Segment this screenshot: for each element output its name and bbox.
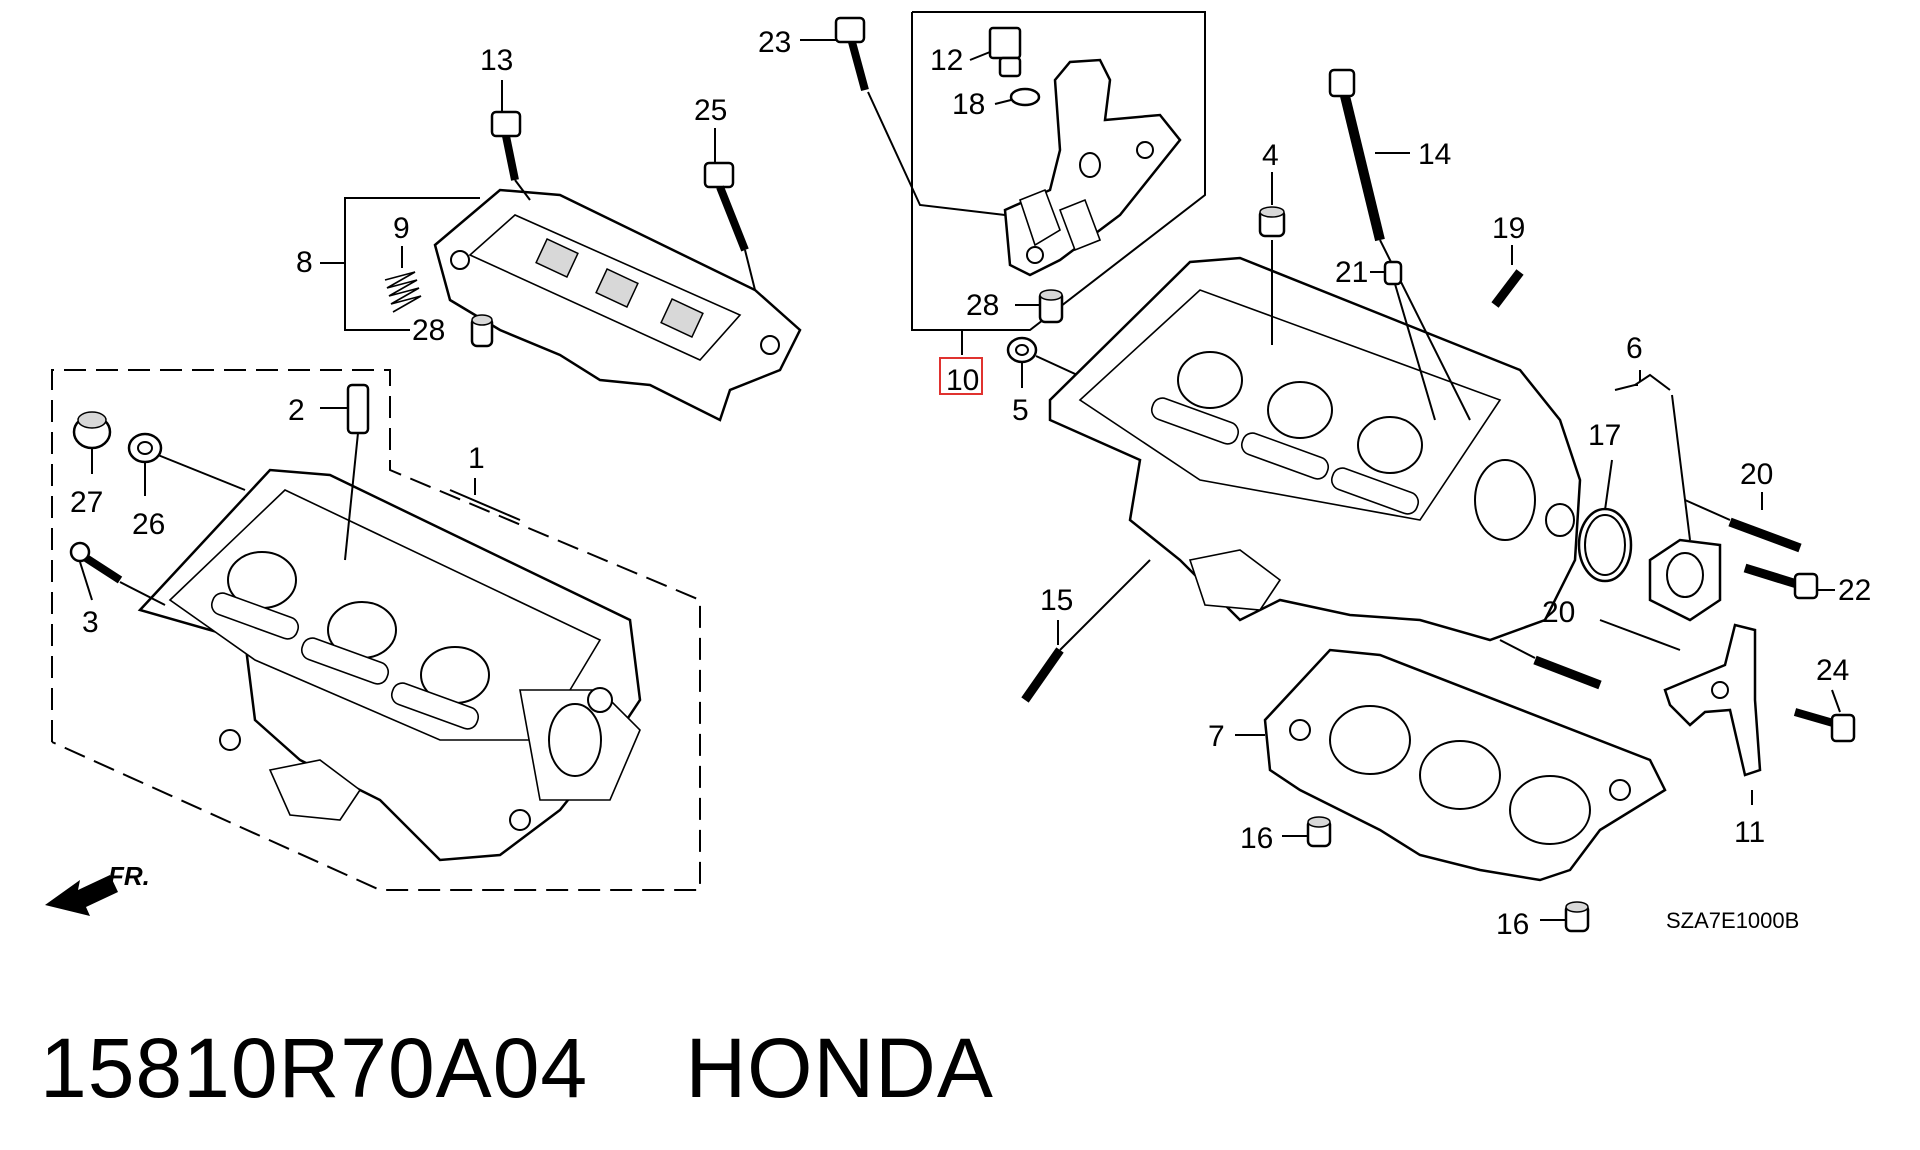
callout-18: 18 — [952, 88, 985, 121]
callout-7: 7 — [1208, 720, 1225, 753]
rocker-shaft-cover-6[interactable] — [1577, 370, 1722, 622]
o-ring-18[interactable] — [994, 87, 1041, 107]
callout-28b: 28 — [966, 289, 999, 322]
guide-pin-2[interactable] — [320, 383, 370, 561]
head-gasket-7[interactable] — [1235, 648, 1667, 882]
bolt-23[interactable] — [800, 16, 1006, 216]
callout-23: 23 — [758, 26, 791, 59]
bolt-22[interactable] — [1743, 563, 1835, 600]
callout-26: 26 — [132, 508, 165, 541]
diagram-code: SZA7E1000B — [1666, 908, 1799, 933]
dowel-pin-28-left[interactable] — [470, 314, 494, 348]
stud-20-lower[interactable] — [1499, 639, 1602, 690]
seal-5[interactable] — [1006, 336, 1111, 391]
callout-5: 5 — [1012, 394, 1029, 427]
left-cylinder-head-group — [51, 369, 701, 891]
valve-cap-4[interactable] — [1258, 172, 1286, 345]
front-direction-arrow-icon: FR. — [45, 861, 150, 916]
callout-8: 8 — [296, 246, 313, 279]
bolt-25[interactable] — [703, 128, 756, 291]
bolt-24[interactable] — [1793, 689, 1856, 743]
callout-27: 27 — [70, 486, 103, 519]
spring-9[interactable] — [384, 246, 422, 313]
stud-19[interactable] — [1491, 245, 1524, 308]
callout-9: 9 — [393, 212, 410, 245]
callout-20b: 20 — [1542, 596, 1575, 629]
callout-21: 21 — [1335, 256, 1368, 289]
callout-4: 4 — [1262, 139, 1279, 172]
cylinder-head-right[interactable] — [1048, 256, 1582, 642]
callout-1: 1 — [468, 442, 485, 475]
callout-10[interactable]: 10 — [946, 364, 979, 397]
dowel-pin-16-upper[interactable] — [1282, 816, 1332, 848]
dowel-pin-21[interactable] — [1370, 260, 1436, 421]
callout-15: 15 — [1040, 584, 1073, 617]
dowel-pin-16-lower[interactable] — [1540, 901, 1590, 933]
highlight-box-10[interactable] — [939, 357, 983, 395]
washer-26[interactable] — [127, 432, 246, 496]
cylinder-head-left[interactable] — [137, 468, 642, 862]
callout-22: 22 — [1838, 574, 1871, 607]
callout-6: 6 — [1626, 332, 1643, 365]
plug-27[interactable] — [72, 411, 112, 474]
bracket-11[interactable] — [1599, 619, 1762, 805]
callout-17: 17 — [1588, 419, 1621, 452]
callout-14: 14 — [1418, 138, 1451, 171]
bolt-13[interactable] — [490, 80, 531, 201]
svg-text:FR.: FR. — [108, 861, 150, 891]
callout-28a: 28 — [412, 314, 445, 347]
bolt-3[interactable] — [69, 541, 166, 606]
callout-24: 24 — [1816, 654, 1849, 687]
brand-name: HONDA — [685, 1021, 994, 1115]
callout-19: 19 — [1492, 212, 1525, 245]
rocker-arm-assembly-8[interactable] — [320, 188, 802, 422]
part-number: 15810R70A04 — [40, 1021, 589, 1115]
pressure-switch-12[interactable] — [969, 26, 1022, 78]
callout-20a: 20 — [1740, 458, 1773, 491]
bolt-20-upper[interactable] — [1684, 492, 1802, 553]
callout-16b: 16 — [1496, 908, 1529, 941]
callout-2: 2 — [288, 394, 305, 427]
callout-16a: 16 — [1240, 822, 1273, 855]
spool-valve-10[interactable] — [1003, 58, 1182, 277]
callout-12: 12 — [930, 44, 963, 77]
footer-part-info: 15810R70A04 HONDA — [40, 1020, 994, 1117]
callout-25: 25 — [694, 94, 727, 127]
callout-3: 3 — [82, 606, 99, 639]
spark-plug-tube-15[interactable] — [1021, 559, 1151, 703]
callout-13: 13 — [480, 44, 513, 77]
callout-labels: 1 2 3 4 5 6 7 8 9 10 11 12 13 14 15 16 1… — [70, 26, 1871, 941]
dowel-pin-28-center[interactable] — [1015, 289, 1064, 324]
callout-11: 11 — [1734, 816, 1765, 849]
spool-valve-group-10 — [911, 11, 1206, 395]
